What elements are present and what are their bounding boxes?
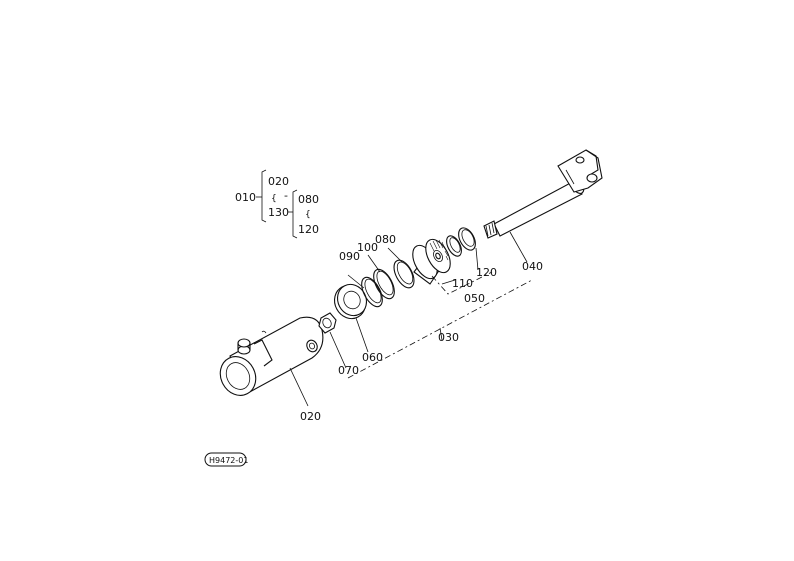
label-100: 100 <box>357 241 378 254</box>
tree-label-130: 130 <box>268 206 289 219</box>
tree-range-tilde: { <box>305 210 311 220</box>
snap-ring <box>361 276 383 308</box>
drawing-id-badge: H9472-01 <box>204 452 248 467</box>
tree-label-020: 020 <box>268 175 289 188</box>
label-030: 030 <box>438 331 459 344</box>
leader-lines <box>289 231 533 407</box>
backup-ring <box>393 259 415 289</box>
seal-ring-120 <box>458 227 476 251</box>
assembly-tree: 010 020 { - 130 080 { 120 <box>235 169 319 239</box>
label-050: 050 <box>464 292 485 305</box>
piston-rod <box>483 149 603 239</box>
seal-ring-110 <box>446 235 462 257</box>
drawing-id-text: H9472-01 <box>209 456 248 465</box>
label-080: 080 <box>375 233 396 246</box>
tree-label-080: 080 <box>298 193 319 206</box>
tree-label-010: 010 <box>235 191 256 204</box>
label-020: 020 <box>300 410 321 423</box>
tree-dash: - <box>284 189 288 202</box>
nut <box>318 312 337 334</box>
label-060: 060 <box>362 351 383 364</box>
tree-label-120: 120 <box>298 223 319 236</box>
label-090: 090 <box>339 250 360 263</box>
label-110: 110 <box>452 277 473 290</box>
label-070: 070 <box>338 364 359 377</box>
tree-range-tilde: { <box>271 194 277 204</box>
cylinder-head <box>333 283 368 320</box>
o-ring <box>373 268 395 300</box>
piston <box>412 238 451 285</box>
cylinder-barrel <box>219 316 324 396</box>
label-120: 120 <box>476 266 497 279</box>
label-040: 040 <box>522 260 543 273</box>
